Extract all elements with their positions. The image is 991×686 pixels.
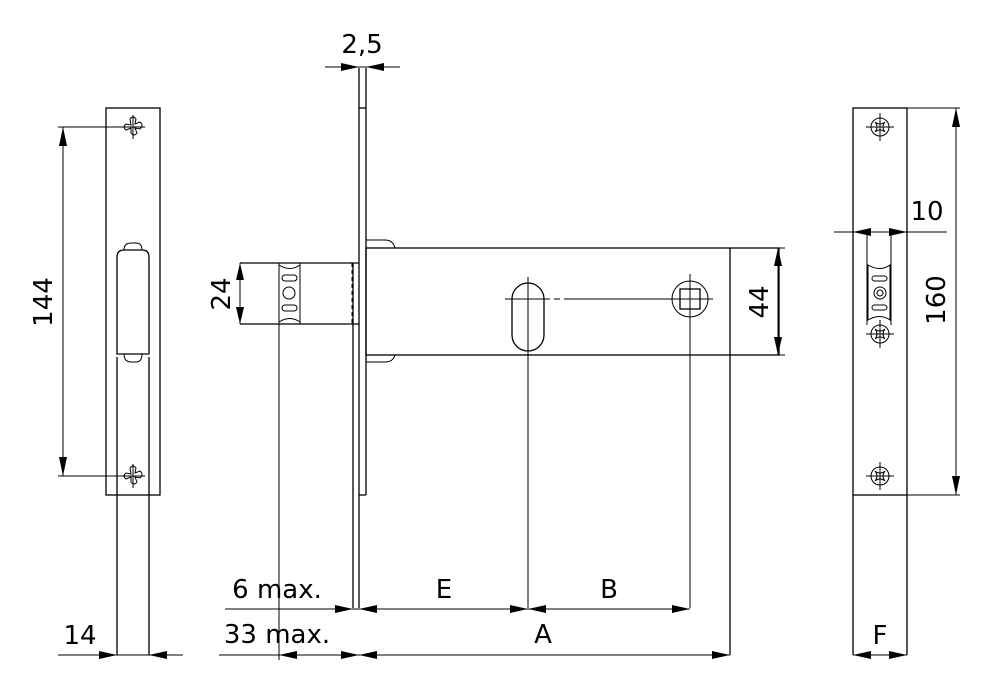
latch-roller bbox=[278, 263, 301, 324]
screw-icon bbox=[866, 462, 894, 490]
dim-B-label: B bbox=[600, 575, 618, 605]
dim-2-5-label: 2,5 bbox=[341, 30, 382, 60]
dim-24-label: 24 bbox=[207, 277, 237, 310]
strike-plate-outline bbox=[105, 107, 161, 496]
dim-E-label: E bbox=[436, 575, 452, 605]
dim-160-label: 160 bbox=[922, 275, 952, 325]
dim-44-label: 44 bbox=[745, 285, 775, 318]
dim-6max-label: 6 max. bbox=[232, 575, 322, 605]
dim-33max-label: 33 max. bbox=[224, 620, 330, 650]
latch-roller bbox=[867, 264, 891, 321]
lock-case bbox=[365, 247, 780, 356]
screw-icon bbox=[866, 113, 894, 141]
lock-side-view: 2,5 24 bbox=[207, 30, 785, 660]
dim-10-label: 10 bbox=[910, 197, 943, 227]
faceplate-outline bbox=[852, 107, 908, 496]
screw-icon bbox=[866, 320, 894, 348]
strike-plate-view: 144 14 bbox=[29, 107, 183, 659]
dim-F-label: F bbox=[873, 621, 888, 651]
dim-144-label: 144 bbox=[29, 277, 59, 327]
latch-opening bbox=[116, 249, 150, 355]
dim-A-label: A bbox=[534, 620, 552, 650]
faceplate-view: 10 160 F bbox=[834, 107, 960, 659]
dim-14-label: 14 bbox=[63, 621, 96, 651]
